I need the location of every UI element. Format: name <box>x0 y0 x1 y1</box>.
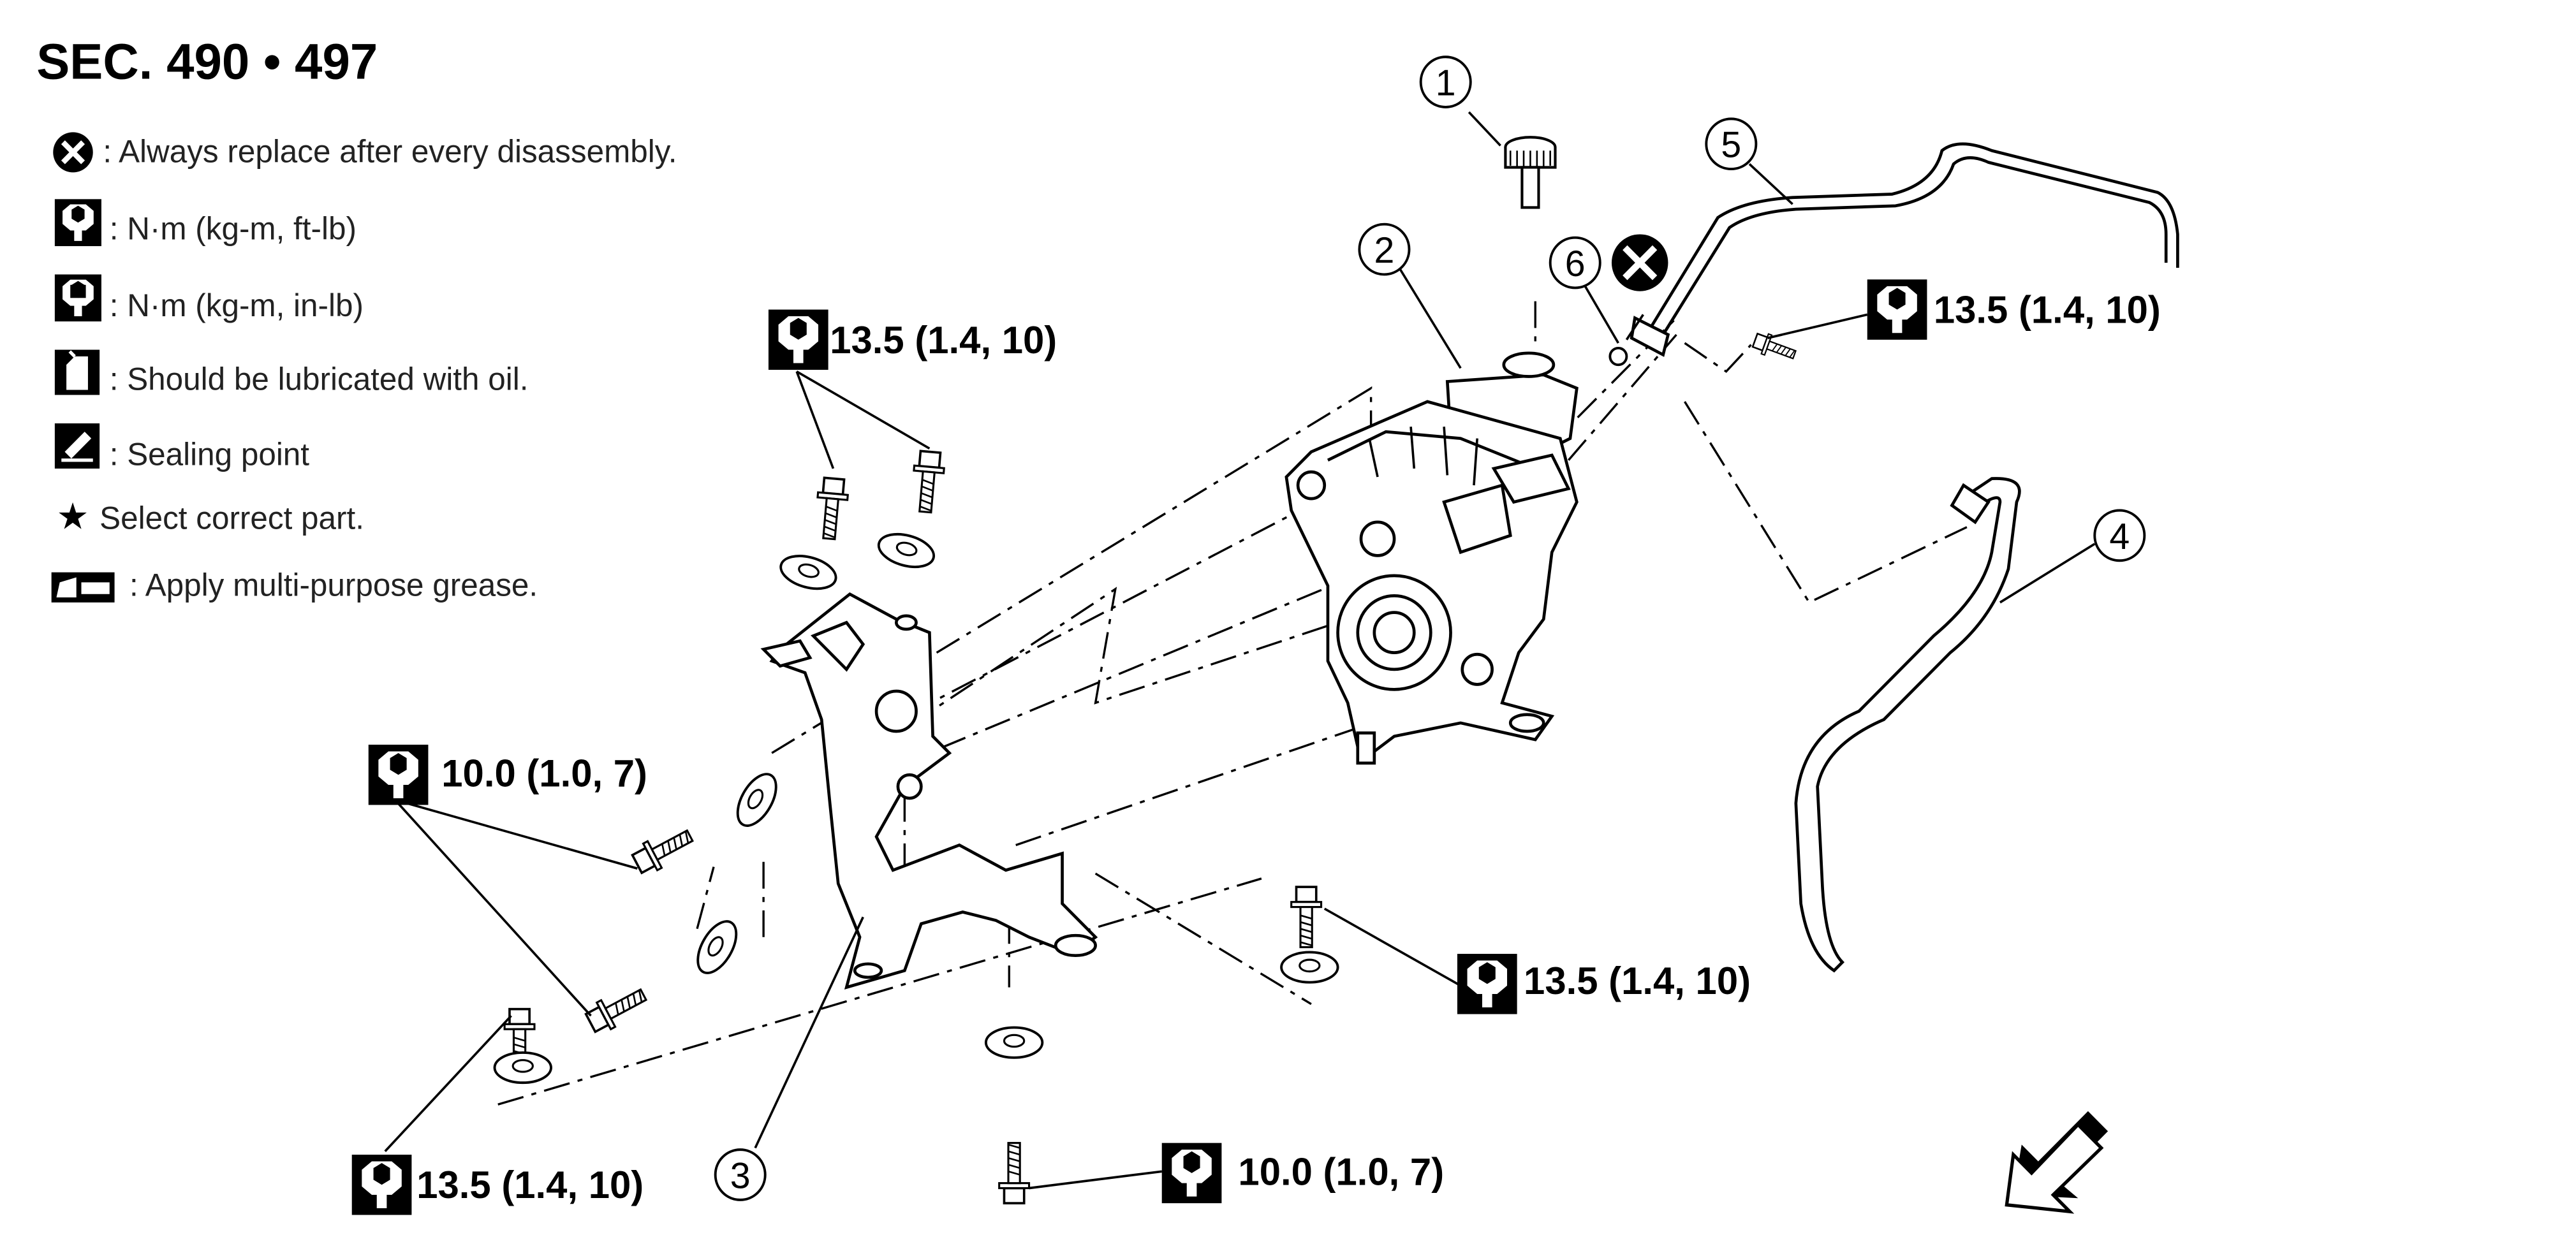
legend-text-select: Select correct part. <box>99 500 364 536</box>
torque-wrench-inlb-icon <box>54 274 101 322</box>
legend-text-replace: : Always replace after every disassembly… <box>103 133 677 169</box>
callout-4-number: 4 <box>2109 516 2130 557</box>
torque-wrench-icon <box>1457 954 1517 1014</box>
bolt-top-right <box>909 449 947 515</box>
washer-bottom-left <box>493 1051 552 1085</box>
torque-value-bracket-top: 13.5 (1.4, 10) <box>830 319 1057 362</box>
callout-2: 2 <box>1358 223 1411 276</box>
torque-wrench-icon <box>368 744 429 805</box>
torque-wrench-icon <box>768 309 828 370</box>
callout-1-number: 1 <box>1436 62 1456 103</box>
oil-can-icon <box>54 349 100 395</box>
callout-1: 1 <box>1419 55 1472 108</box>
grease-icon <box>51 572 115 603</box>
torque-callout-bracket-bottom-center: 10.0 (1.0, 7) <box>1161 1143 1444 1204</box>
section-title: SEC. 490 • 497 <box>36 33 378 89</box>
washer-bottom-center <box>984 1026 1044 1059</box>
torque-callout-hose-fitting: 13.5 (1.4, 10) <box>1867 279 2161 340</box>
bracket-part-3 <box>760 592 1098 990</box>
power-steering-pump-part-2 <box>1284 351 1579 765</box>
replace-x-icon <box>53 132 93 173</box>
torque-value-bracket-bottom-left: 13.5 (1.4, 10) <box>416 1164 644 1206</box>
callout-5: 5 <box>1705 117 1758 171</box>
torque-callout-bracket-bottom-left: 13.5 (1.4, 10) <box>351 1155 644 1215</box>
leader-lines <box>384 111 2096 1190</box>
torque-wrench-icon <box>351 1155 412 1215</box>
washer-top-left <box>776 549 841 596</box>
sealing-point-icon <box>54 423 100 469</box>
torque-callout-bracket-right: 13.5 (1.4, 10) <box>1457 954 1751 1014</box>
torque-callout-bracket-top: 13.5 (1.4, 10) <box>768 309 1057 370</box>
washer-top-right <box>874 527 939 574</box>
bolt-left-lower <box>582 980 652 1038</box>
replace-x-icon <box>1611 234 1668 291</box>
callout-6-number: 6 <box>1565 244 1586 284</box>
legend: : Always replace after every disassembly… <box>51 132 677 603</box>
callout-4: 4 <box>2093 509 2146 562</box>
torque-value-hose-fitting: 13.5 (1.4, 10) <box>1934 288 2161 331</box>
o-ring-part-6 <box>1608 346 1628 367</box>
bolt-left-upper <box>629 821 698 879</box>
legend-text-torque-ftlb: : N·m (kg-m, ft-lb) <box>110 210 357 246</box>
callout-5-number: 5 <box>1721 125 1741 166</box>
hose-part-4 <box>1794 477 2021 973</box>
callout-3-number: 3 <box>730 1155 751 1196</box>
washer-right <box>1280 951 1339 984</box>
bolt-right <box>1290 886 1323 949</box>
legend-text-torque-inlb: : N·m (kg-m, in-lb) <box>110 288 364 323</box>
torque-wrench-icon <box>54 199 101 247</box>
legend-text-sealing: : Sealing point <box>110 436 309 472</box>
pipe-part-5 <box>1625 142 2179 357</box>
torque-wrench-icon <box>1161 1143 1222 1204</box>
torque-value-bracket-left: 10.0 (1.0, 7) <box>441 752 647 794</box>
callout-2-number: 2 <box>1374 230 1395 271</box>
washer-left-upper <box>728 766 786 834</box>
bolt-bottom-center <box>997 1141 1031 1204</box>
reservoir-cap-part-1 <box>1504 136 1557 209</box>
callout-3: 3 <box>714 1148 767 1201</box>
torque-wrench-icon <box>1867 279 1927 340</box>
star-icon: ★ <box>56 496 89 537</box>
torque-callout-bracket-left: 10.0 (1.0, 7) <box>368 744 647 805</box>
front-direction-arrow <box>2005 1111 2109 1214</box>
callout-6: 6 <box>1549 236 1601 289</box>
torque-value-bracket-bottom-center: 10.0 (1.0, 7) <box>1238 1150 1444 1193</box>
torque-value-bracket-right: 13.5 (1.4, 10) <box>1524 960 1751 1002</box>
legend-text-grease: : Apply multi-purpose grease. <box>129 567 538 603</box>
bolt-top-left <box>813 476 851 541</box>
legend-text-oil: : Should be lubricated with oil. <box>110 361 529 397</box>
